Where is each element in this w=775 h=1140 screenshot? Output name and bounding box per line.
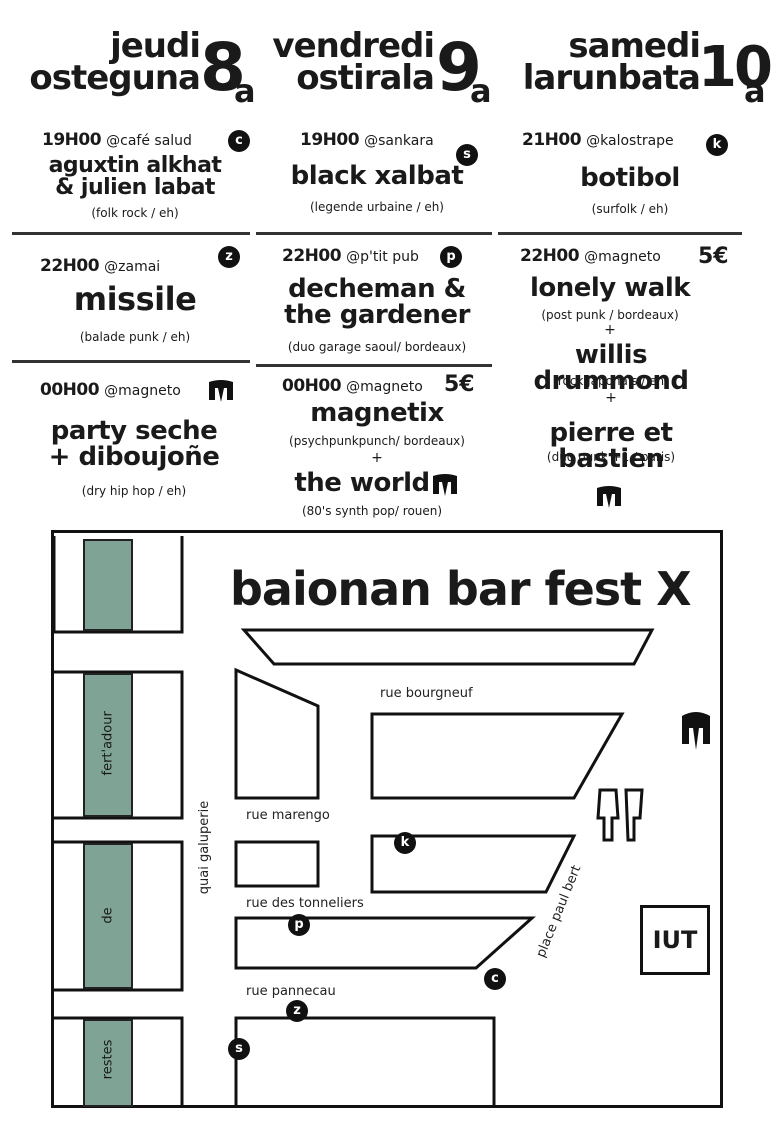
separator: [498, 232, 742, 235]
venue-badge-z: z: [218, 246, 240, 268]
day-name: vendredi: [272, 26, 435, 66]
plus-sign: +: [604, 322, 616, 338]
separator: [12, 232, 250, 235]
event-time: 19H00: [300, 130, 360, 150]
map-badge-z: z: [286, 1000, 308, 1022]
plus-sign: +: [371, 450, 383, 466]
band-name: the world: [294, 468, 430, 498]
map-badge-c: c: [484, 968, 506, 990]
street-label-bourgneuf: rue bourgneuf: [380, 686, 473, 701]
band-name: willis drummond: [533, 340, 689, 396]
day-number: 10: [698, 35, 773, 100]
event-time: 22H00: [282, 246, 342, 266]
street-label-quai: quai galuperie: [197, 800, 213, 895]
band-name: pierre et bastien: [549, 418, 673, 474]
event-venue: @p'tit pub: [346, 249, 419, 265]
band-name: black xalbat: [290, 161, 464, 191]
separator: [12, 360, 250, 363]
band-genre: (dry hip hop / eh): [81, 484, 187, 498]
day-basque: osteguna: [29, 58, 201, 98]
venue-badge-s: s: [456, 144, 478, 166]
event-venue: @magneto: [346, 379, 423, 395]
event-time: 22H00: [40, 256, 100, 276]
band-name: decheman &: [288, 274, 466, 304]
band-genre: (psychpunkpunch/ bordeaux): [289, 434, 465, 448]
day-name: samedi: [568, 26, 701, 66]
day-suffix: a: [234, 72, 256, 110]
event-venue: @zamai: [104, 259, 161, 275]
map-title: baionan bar fest X: [230, 562, 692, 616]
day-suffix: a: [744, 72, 766, 110]
map-badge-s: s: [228, 1038, 250, 1060]
band-genre: (80's synth pop/ rouen): [301, 504, 443, 518]
day-basque: ostirala: [296, 58, 435, 98]
band-genre: (rock japonais / eh): [553, 374, 669, 388]
day-suffix: a: [470, 72, 492, 110]
street-label-tonneliers: rue des tonneliers: [246, 896, 364, 911]
magneto-logo-icon: [433, 474, 457, 496]
day-number: 9: [436, 29, 482, 106]
day-number: 8: [200, 29, 246, 106]
event-venue: @magneto: [584, 249, 661, 265]
event-time: 19H00: [42, 130, 102, 150]
day-basque: larunbata: [522, 58, 701, 98]
green-label: de: [100, 907, 116, 924]
band-name: lonely walk: [529, 273, 691, 303]
venue-badge-c: c: [228, 130, 250, 152]
event-time: 22H00: [520, 246, 580, 266]
ticket-price: 5€: [444, 372, 475, 397]
band-name: + diboujoñe: [48, 442, 220, 472]
green-label: fert'adour: [100, 711, 116, 776]
band-genre: (balade punk / eh): [79, 330, 191, 344]
venue-badge-p: p: [440, 246, 462, 268]
magneto-logo-icon: [597, 486, 621, 508]
band-genre: (surfolk / eh): [591, 202, 669, 216]
band-name: aguxtin alkhat: [48, 153, 222, 178]
band-name: & julien labat: [55, 175, 215, 200]
event-time: 00H00: [282, 376, 342, 396]
band-genre: (duo garage saoul/ bordeaux): [287, 340, 467, 354]
green-label: restes: [100, 1039, 116, 1080]
event-time: 00H00: [40, 380, 100, 400]
separator: [256, 364, 492, 367]
street-label-marengo: rue marengo: [246, 808, 330, 823]
band-name: the gardener: [284, 300, 470, 330]
ticket-price: 5€: [698, 244, 729, 269]
venue-badge-k: k: [706, 134, 728, 156]
band-name: botibol: [580, 163, 680, 193]
separator: [256, 232, 492, 235]
plus-sign: +: [605, 390, 617, 406]
event-venue: @kalostrape: [586, 133, 674, 149]
day-name: jeudi: [110, 26, 201, 66]
band-genre: (folk rock / eh): [91, 206, 179, 220]
street-label-pannecau: rue pannecau: [246, 984, 336, 999]
band-name: party seche: [50, 416, 218, 446]
band-name: magnetix: [310, 398, 444, 428]
magneto-logo-icon: [209, 380, 233, 402]
event-venue: @sankara: [364, 133, 434, 149]
map-badge-k: k: [394, 832, 416, 854]
band-name: missile: [73, 280, 197, 318]
band-genre: (duo punk +1 / paris): [546, 450, 676, 464]
event-time: 21H00: [522, 130, 582, 150]
event-venue: @café salud: [106, 133, 192, 149]
band-genre: (legende urbaine / eh): [310, 200, 444, 214]
map-frame: [51, 530, 723, 1108]
iut-building: IUT: [640, 905, 710, 975]
band-genre: (post punk / bordeaux): [541, 308, 679, 322]
map-badge-p: p: [288, 914, 310, 936]
event-venue: @magneto: [104, 383, 181, 399]
